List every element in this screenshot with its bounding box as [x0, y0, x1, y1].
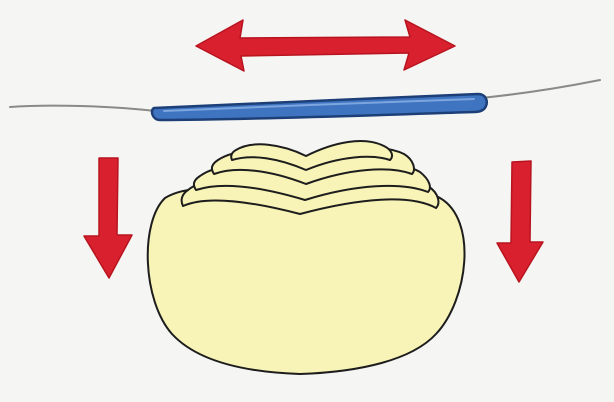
down-arrow-icon	[497, 161, 543, 282]
disc-body	[148, 189, 465, 374]
double-headed-arrow-icon	[196, 20, 455, 71]
blue-tube	[152, 94, 487, 120]
down-arrow-icon	[84, 158, 132, 278]
